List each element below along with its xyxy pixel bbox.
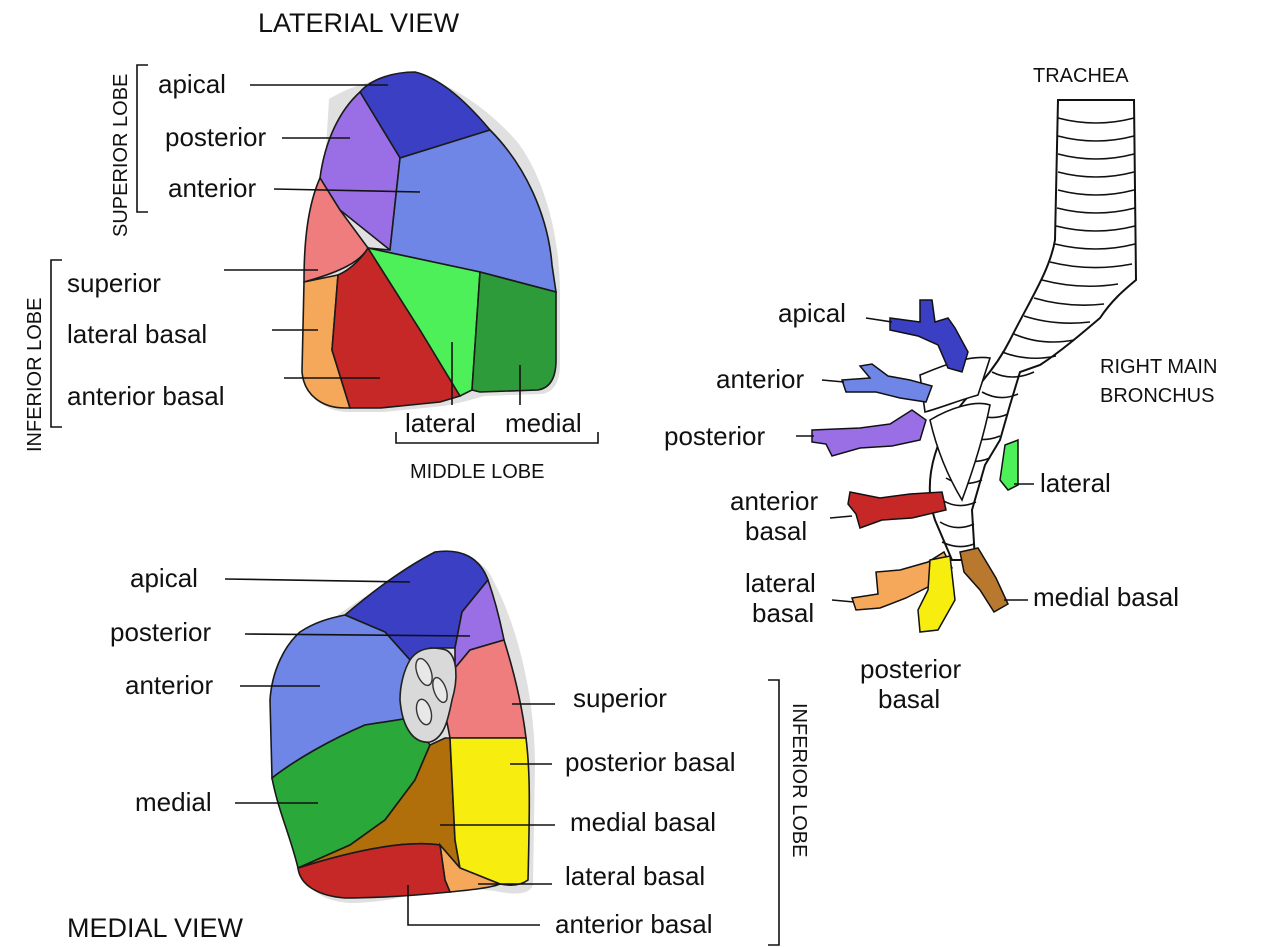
lateral-view: LATERIAL VIEW SUPERIOR LOBE I	[24, 8, 598, 483]
bronchus-label-lateral-basal-2: basal	[752, 598, 814, 628]
medial-leader-apical	[225, 579, 410, 582]
bronchus-label-anterior: anterior	[716, 364, 804, 394]
lateral-label-medial: medial	[505, 408, 582, 438]
bronchus-apical	[890, 300, 968, 372]
medial-inferior-lobe-label: INFERIOR LOBE	[788, 703, 810, 857]
lateral-superior-lobe-label: SUPERIOR LOBE	[110, 74, 132, 237]
medial-label-posterior: posterior	[110, 617, 211, 647]
medial-label-anterior: anterior	[125, 670, 213, 700]
bronchus-label-apical: apical	[778, 298, 846, 328]
bronchus-label-posterior-basal-2: basal	[878, 684, 940, 714]
medial-lung	[270, 551, 535, 903]
right-main-bronchus-label-line2: BRONCHUS	[1100, 385, 1214, 407]
bronchus-label-medial-basal: medial basal	[1033, 582, 1179, 612]
bronchus-anterior-basal	[848, 492, 946, 528]
bronchus-lateral	[1000, 440, 1018, 490]
medial-view: MEDIAL VIEW	[67, 551, 810, 945]
bronchus-leader-anterior	[822, 380, 844, 382]
bronchus-label-lateral-basal-1: lateral	[745, 568, 816, 598]
lateral-inferior-lobe-bracket	[51, 260, 62, 427]
medial-label-apical: apical	[130, 563, 198, 593]
medial-label-medial: medial	[135, 787, 212, 817]
lateral-label-posterior: posterior	[165, 122, 266, 152]
bronchus-leader-apical	[866, 318, 892, 322]
bronchus-label-posterior: posterior	[664, 421, 765, 451]
bronchus-medial-basal	[960, 548, 1008, 612]
medial-label-lateral-basal: lateral basal	[565, 861, 705, 891]
lateral-label-lateral-basal: lateral basal	[67, 319, 207, 349]
lateral-middle-lobe-label: MIDDLE LOBE	[410, 461, 544, 483]
trachea-label: TRACHEA	[1033, 65, 1129, 87]
bronchus-anterior	[842, 364, 932, 402]
lateral-view-title: LATERIAL VIEW	[258, 8, 460, 38]
lateral-inferior-lobe-label: INFERIOR LOBE	[24, 298, 46, 452]
bronchial-tree: TRACHEA RIGHT MAIN BRONCHUS	[664, 65, 1217, 714]
medial-label-posterior-basal: posterior basal	[565, 747, 736, 777]
bronchus-label-posterior-basal-1: posterior	[860, 654, 961, 684]
medial-label-medial-basal: medial basal	[570, 807, 716, 837]
medial-seg-posterior-basal	[450, 738, 529, 885]
medial-label-anterior-basal: anterior basal	[555, 909, 713, 939]
lateral-label-apical: apical	[158, 69, 226, 99]
right-main-bronchus-label-line1: RIGHT MAIN	[1100, 356, 1217, 378]
lateral-seg-middle-medial	[472, 272, 556, 392]
lateral-label-superior: superior	[67, 268, 161, 298]
bronchus-label-anterior-basal-2: basal	[745, 516, 807, 546]
lateral-superior-lobe-bracket	[137, 65, 148, 212]
medial-label-superior: superior	[573, 683, 667, 713]
bronchus-leader-lateral-basal	[832, 600, 854, 602]
lateral-label-anterior-basal: anterior basal	[67, 381, 225, 411]
lateral-lung	[302, 72, 560, 412]
lateral-label-lateral: lateral	[405, 408, 476, 438]
medial-inferior-lobe-bracket	[768, 680, 779, 945]
bronchus-label-anterior-basal-1: anterior	[730, 486, 818, 516]
lateral-label-anterior: anterior	[168, 173, 256, 203]
bronchus-label-lateral: lateral	[1040, 468, 1111, 498]
bronchus-leader-anterior-basal	[830, 516, 852, 518]
medial-view-title: MEDIAL VIEW	[67, 913, 244, 943]
bronchus-posterior	[812, 410, 926, 456]
